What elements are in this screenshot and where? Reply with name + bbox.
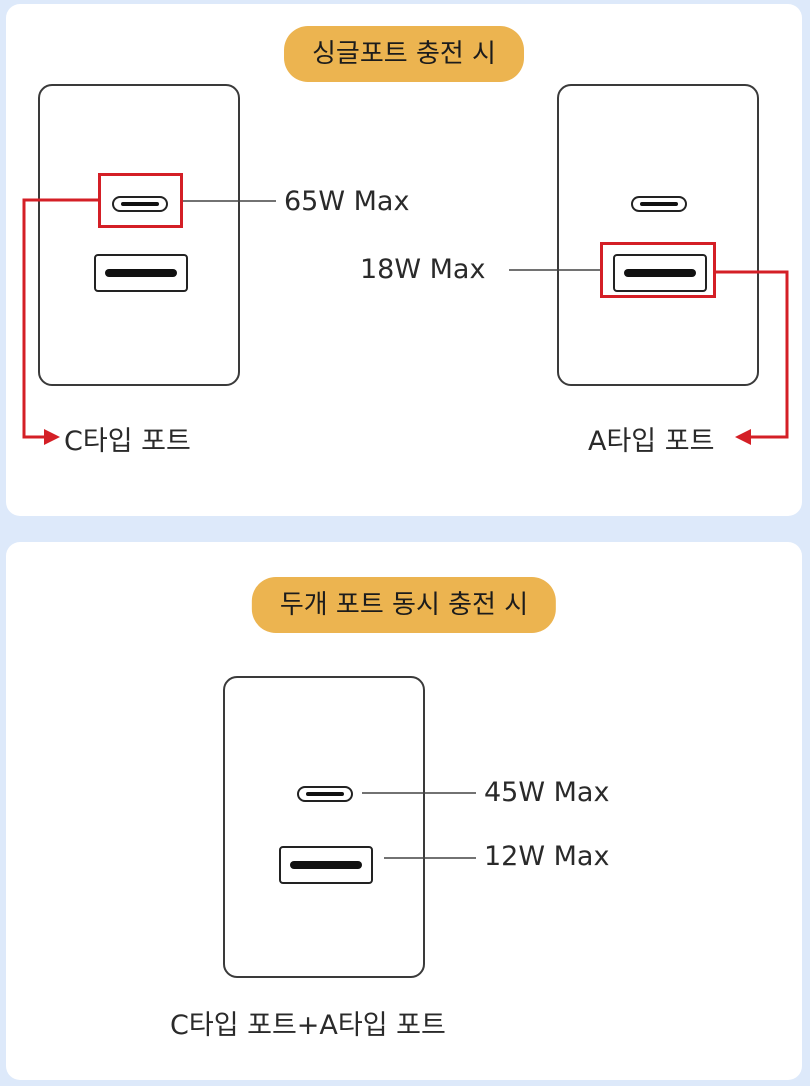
a-port-wattage: 12W Max	[484, 841, 610, 872]
charger-left	[38, 84, 240, 386]
charger-center	[223, 676, 425, 978]
single-port-panel: 싱글포트 충전 시 65W Max 18W Max C타입 포트 A타입 포트	[6, 4, 802, 516]
usb-c-port	[631, 196, 687, 212]
c-port-arrowhead	[44, 429, 60, 445]
usb-a-port	[279, 846, 373, 884]
dual-port-panel: 두개 포트 동시 충전 시 45W Max 12W Max C타입 포트+A타입…	[6, 542, 802, 1080]
c-port-label: C타입 포트	[64, 426, 191, 457]
a-port-label: A타입 포트	[588, 426, 715, 457]
usb-c-port	[112, 196, 168, 212]
usb-c-port	[297, 786, 353, 802]
connector-lines	[22, 198, 789, 445]
single-port-title: 싱글포트 충전 시	[284, 26, 524, 82]
ports-label: C타입 포트+A타입 포트	[170, 1010, 446, 1041]
c-port-wattage: 65W Max	[284, 186, 410, 217]
a-port-highlight	[600, 242, 716, 298]
dual-port-title: 두개 포트 동시 충전 시	[251, 577, 557, 633]
usb-a-port	[94, 254, 188, 292]
a-port-arrowhead	[735, 429, 751, 445]
a-port-bracket	[716, 270, 789, 439]
charger-right	[557, 84, 759, 386]
connector-lines-dual	[362, 792, 476, 859]
c-port-bracket	[22, 198, 98, 439]
c-port-highlight	[98, 173, 183, 228]
a-port-wattage: 18W Max	[360, 254, 486, 285]
usb-a-port	[613, 254, 707, 292]
c-port-wattage: 45W Max	[484, 777, 610, 808]
